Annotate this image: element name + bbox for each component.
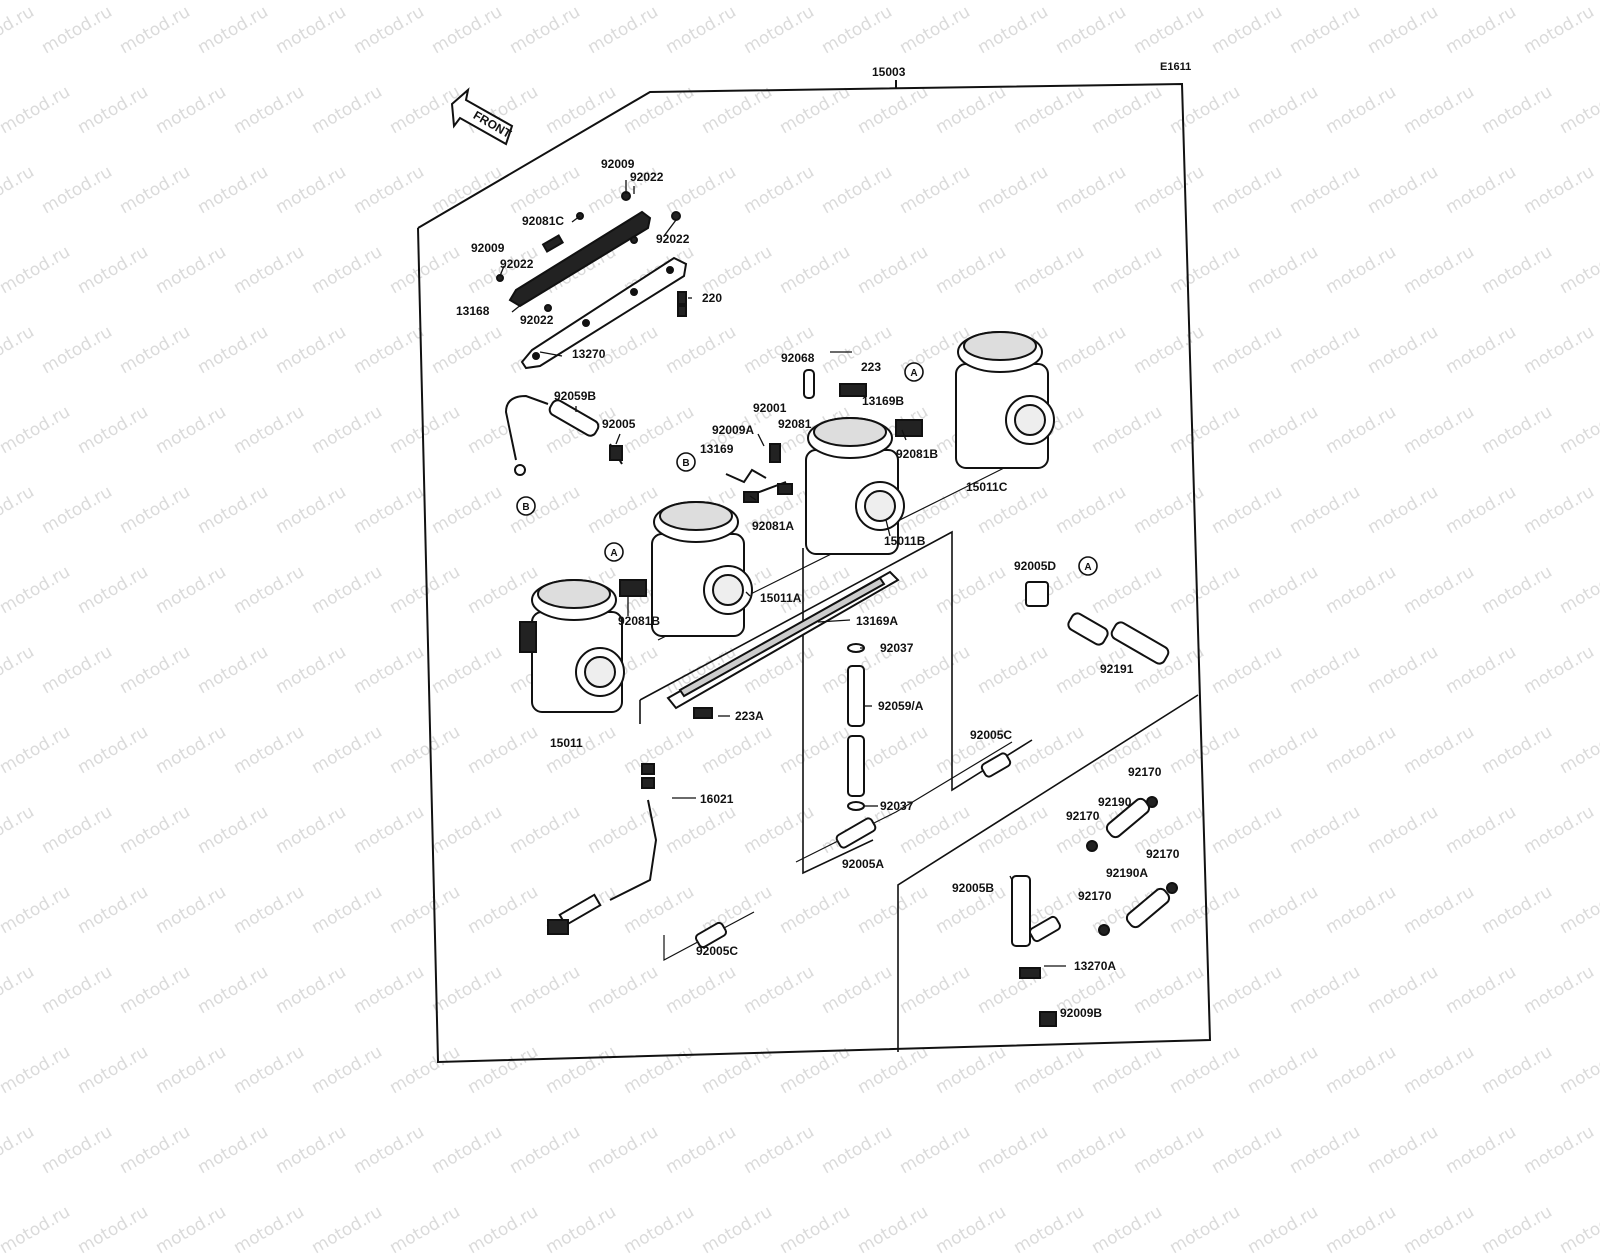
watermark-text: motod.ru [152,1201,230,1258]
callout-92059A: 92059/A [878,699,924,713]
callout-92190: 92190 [1098,795,1132,809]
watermark-text: motod.ru [0,1201,74,1258]
reference-markers [516,362,1098,576]
ref-marker-b-1: B [682,458,689,469]
figure-code: E1611 [1160,61,1192,73]
watermark-text: motod.ru [1244,1201,1322,1258]
callout-92170-a: 92170 [1128,765,1162,779]
subassembly-frame [897,694,1199,1052]
ref-marker-a-1: A [910,368,917,379]
callout-92170-c: 92170 [1146,847,1180,861]
watermark-text: motod.ru [1322,1201,1400,1258]
callout-92081: 92081 [778,417,812,431]
gasket-strip [666,570,900,719]
callout-92001: 92001 [753,401,787,415]
callout-15011B: 15011B [884,534,926,548]
callout-92009-top: 92009 [601,157,635,171]
ref-marker-a-2: A [610,548,617,559]
leader-lines [499,180,1066,1013]
short-hose-right [980,752,1012,778]
callout-92005A: 92005A [842,857,885,871]
callout-92005C-low: 92005C [696,944,739,958]
callout-92022-a: 92022 [630,170,664,184]
callout-92037-low: 92037 [880,799,914,813]
drain-assembly [1011,796,1178,1027]
callout-92009-left: 92009 [471,241,505,255]
callout-13168: 13168 [456,304,490,318]
callout-13169: 13169 [700,442,734,456]
callout-92170-d: 92170 [1078,889,1112,903]
watermark-text: motod.ru [1400,1201,1478,1258]
linkage-parts [725,369,867,503]
callout-92022-c: 92022 [500,257,534,271]
callout-92081B-mid: 92081B [896,447,939,461]
diagram-drawing: FRONT [417,80,1212,1064]
callout-92005B: 92005B [952,881,995,895]
callout-220: 220 [702,291,723,305]
vent-hose [504,394,623,476]
callout-92081C: 92081C [522,214,565,228]
watermark-text: motod.ru [386,1201,464,1258]
callout-15011A: 15011A [760,591,802,605]
fuel-tee-hose [1025,581,1170,665]
callout-92022-d: 92022 [520,313,554,327]
callout-92081B-low: 92081B [618,614,661,628]
callout-92005: 92005 [602,417,636,431]
callout-13169B: 13169B [862,394,905,408]
watermark-text: motod.ru [1010,1201,1088,1258]
callout-92005D: 92005D [1014,559,1057,573]
watermark-text: motod.ru [1556,1201,1600,1258]
vertical-hose [835,643,877,849]
watermark-text: motod.ru [1478,1201,1556,1258]
callout-92191: 92191 [1100,662,1134,676]
watermark-text: motod.ru [464,1201,542,1258]
callout-16021: 16021 [700,792,734,806]
watermark-text: motod.ru [776,1201,854,1258]
callout-223A: 223A [735,709,764,723]
callout-92059B: 92059B [554,389,597,403]
assembly-number: 15003 [872,65,906,79]
watermark-text: motod.ru [698,1201,776,1258]
watermark-text: motod.ru [854,1201,932,1258]
watermark-text: motod.ru [74,1201,152,1258]
callout-92009A: 92009A [712,423,755,437]
carburetor-15011B [805,417,905,555]
choke-cable [547,763,658,935]
watermark-text: motod.ru [308,1201,386,1258]
watermark-text: motod.ru [1088,1201,1166,1258]
callout-15011C: 15011C [966,480,1008,494]
ref-marker-a-3: A [1084,562,1091,573]
callout-92022-b: 92022 [656,232,690,246]
callout-13270A: 13270A [1074,959,1117,973]
callout-92081A: 92081A [752,519,795,533]
watermark-text: motod.ru [542,1201,620,1258]
watermark-text: motod.ru [230,1201,308,1258]
watermark-text: motod.ru [620,1201,698,1258]
carburetor-15011A [619,501,753,637]
front-arrow-icon [450,87,514,146]
callout-92068: 92068 [781,351,815,365]
ref-marker-b-2: B [522,502,529,513]
callout-92005C-right: 92005C [970,728,1013,742]
carburetor-15011 [519,579,625,713]
callout-92009B: 92009B [1060,1006,1103,1020]
watermark-text: motod.ru [1166,1201,1244,1258]
assembly-frame [417,82,1212,1064]
callout-13169A: 13169A [856,614,899,628]
callout-15011: 15011 [550,736,583,750]
callout-92170-b: 92170 [1066,809,1100,823]
watermark-text: motod.ru [932,1201,1010,1258]
callout-92190A: 92190A [1106,866,1149,880]
callout-92037-top: 92037 [880,641,914,655]
short-hose-low [694,921,728,949]
callout-223: 223 [861,360,882,374]
callout-13270: 13270 [572,347,606,361]
fuel-rail-plate [496,191,688,370]
